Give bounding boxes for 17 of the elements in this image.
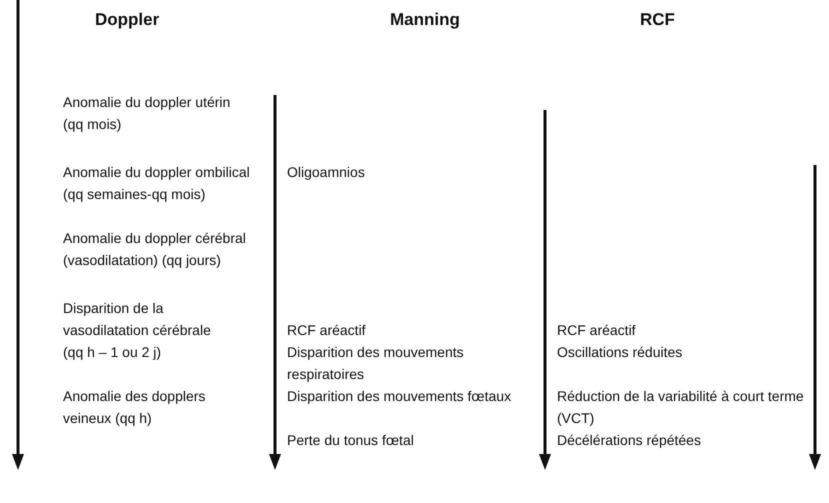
stage-text: Oscillations réduites [557, 343, 684, 362]
stage-text: Disparition des mouvements respiratoires [287, 343, 465, 384]
column-heading: Doppler [95, 9, 160, 31]
column-heading: RCF [640, 9, 676, 31]
stage-text: Disparition des mouvements fœtaux [287, 387, 512, 406]
stage-text: RCF aréactif [287, 321, 367, 340]
stage-text: Anomalie du doppler ombilical (qq semaines-qq mois) [63, 163, 251, 204]
stage-text: RCF aréactif [557, 321, 637, 340]
stage-text: Réduction de la variabilité à court terme (VCT) [557, 387, 805, 428]
stage-text: Disparition de la vasodilatation cérébrale (qq h – 1 ou 2 j) [63, 299, 212, 362]
column-heading: Manning [390, 9, 461, 31]
stage-text: Perte du tonus fœtal [287, 431, 415, 450]
stage-text: Anomalie des dopplers veineux (qq h) [63, 387, 206, 428]
stage-text: Décélérations répétées [557, 431, 702, 450]
stage-text: Oligoamnios [287, 163, 366, 182]
stage-text: Anomalie du doppler cérébral (vasodilatation) (qq jours) [63, 229, 247, 270]
stage-text: Anomalie du doppler utérin (qq mois) [63, 93, 232, 134]
